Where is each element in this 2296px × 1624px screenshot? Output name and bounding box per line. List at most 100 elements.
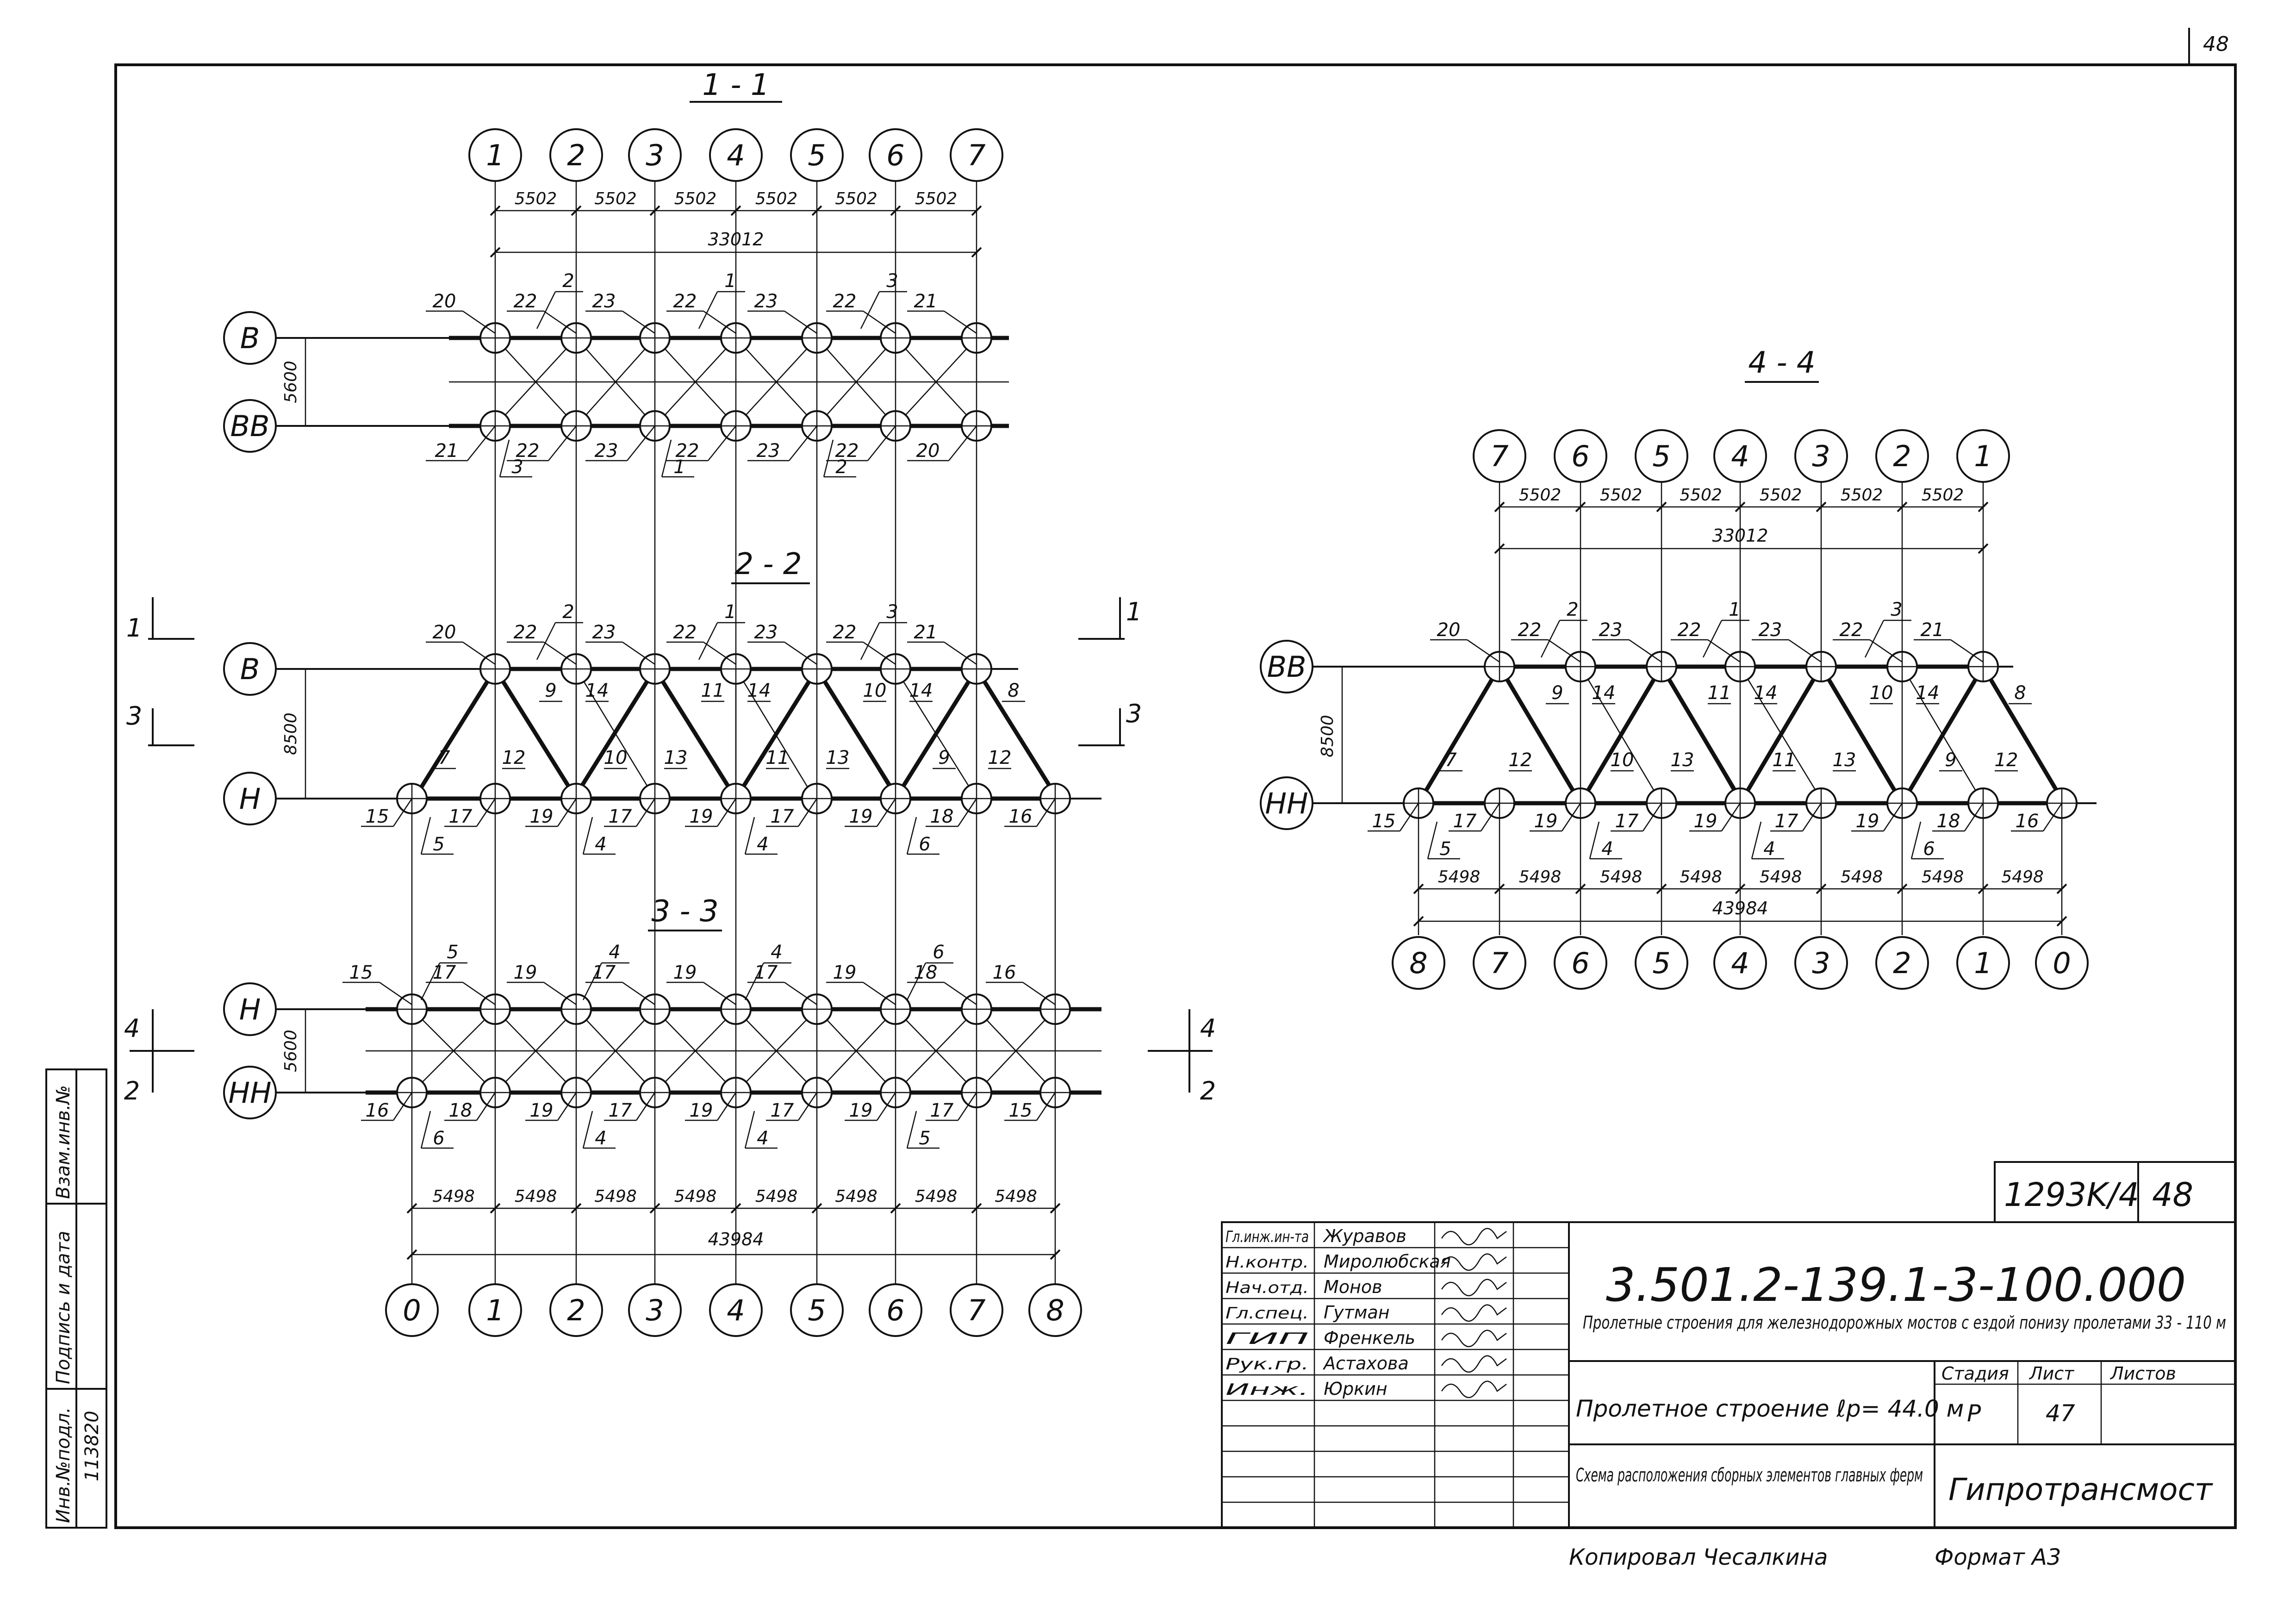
truss-diagonal [572, 668, 657, 800]
section-4-4-axis-label: 2 [1893, 439, 1911, 473]
bracing-diag [816, 1009, 896, 1093]
member-label: 1 [724, 270, 736, 292]
bracing-diag [895, 1009, 977, 1093]
section-1-1-span-value: 5502 [915, 189, 958, 208]
section-3-3-span-value: 5498 [995, 1187, 1037, 1206]
section-4-4-axis-bubble [1794, 936, 1848, 990]
leader-line [543, 981, 577, 1006]
section-4-4-span-bottom-value: 5498 [1600, 868, 1643, 887]
member-leader [582, 1111, 593, 1149]
node-label: 22 [835, 440, 859, 462]
leader-line [1950, 639, 1984, 663]
staff-name: Миролюбская [1324, 1251, 1451, 1272]
section-1-1-span-value: 5502 [594, 189, 637, 208]
member-label: 3 [1891, 599, 1902, 620]
member-label: 5 [919, 1128, 930, 1149]
inv-number-value: 113820 [81, 1411, 103, 1481]
truss-hanger [1901, 666, 1984, 804]
node-label: 17 [754, 962, 778, 983]
format-label: Формат А3 [1935, 1544, 2061, 1570]
section-4-4-span-bottom-tick [2056, 883, 2067, 894]
leader-line [627, 425, 655, 461]
leader-line [1869, 639, 1903, 663]
section-3-3-axis-label: 8 [1046, 1293, 1064, 1327]
leader-line [784, 981, 817, 1006]
section-3-3-axis-bubble [869, 1283, 922, 1337]
bracing-diag [654, 1009, 736, 1093]
section-3-3-axis-bubble [709, 1283, 763, 1337]
section-4-4-span-value: 5502 [1760, 486, 1802, 505]
leader-line [1707, 639, 1741, 663]
truss-hanger [1499, 666, 1581, 804]
sheet-label: Лист [2028, 1363, 2075, 1384]
dim-tick [2056, 916, 2067, 927]
leader-line [557, 798, 577, 827]
section-3-3-span-value: 5498 [755, 1187, 798, 1206]
leader-line [703, 981, 736, 1006]
section-1-1-axis-label: 6 [886, 138, 904, 172]
leader-line [957, 1092, 977, 1121]
member-label: 4 [1601, 838, 1613, 860]
diagonal-label: 14 [1916, 682, 1940, 704]
node-label: 18 [930, 806, 954, 827]
project-title: Пролетные строения для железнодорожных м… [1583, 1312, 2226, 1333]
leader-line [1561, 803, 1581, 831]
diagonal-label: 13 [664, 747, 688, 768]
diagonal-label: 9 [545, 680, 556, 701]
document-number: 3.501.2-139.1-3-100.000 [1606, 1258, 2186, 1312]
leader-line [784, 310, 817, 334]
node-label: 21 [914, 291, 938, 312]
node-label: 22 [516, 440, 540, 462]
section-3-3-axis-label: 5 [808, 1293, 826, 1327]
diagonal-label: 14 [1754, 682, 1778, 704]
section-1-1-axis-label: 4 [727, 138, 745, 172]
section-4-4-axis-bubble [1554, 936, 1607, 990]
node-label: 22 [676, 440, 699, 462]
leader-line [1399, 803, 1419, 831]
leader-line [467, 425, 496, 461]
section-4-4-axis-bubble [1875, 936, 1929, 990]
node-label: 20 [433, 622, 456, 643]
section-4-4-title: 4 - 4 [1748, 346, 1815, 380]
section-4-4-span-bottom-tick [1897, 883, 1908, 894]
section-1-1-axis-bubble [549, 128, 603, 182]
side-stamp: Взам.инв.№ Подпись и дата Инв.№подл. 113… [45, 1068, 107, 1529]
node-label: 19 [530, 1100, 554, 1121]
bracing-diag [654, 337, 736, 426]
cut-mark-number: 3 [1126, 699, 1142, 728]
node-label: 23 [592, 291, 616, 312]
section-4-4-span-tick [1816, 501, 1827, 512]
member-label: 2 [562, 270, 574, 292]
section-1-1-axis-bubble [950, 128, 1003, 182]
node-label: 21 [1921, 619, 1944, 641]
copied-by: Копировал Чесалкина [1569, 1544, 1828, 1570]
dim-tick [406, 1249, 417, 1260]
section-3-3-span-value: 5498 [594, 1187, 637, 1206]
staff-name: Журавов [1323, 1226, 1406, 1246]
section-4-4-span-bottom-tick [1735, 883, 1746, 894]
section-4-4-axis-label: 4 [1731, 439, 1749, 473]
truss-diagonal [1738, 665, 1823, 805]
node-label: 17 [609, 806, 632, 827]
dim-tick [1978, 543, 1989, 554]
node-label: 17 [609, 1100, 632, 1121]
sheet-frame [114, 63, 2237, 1529]
section-4-4-axis-bubble [1473, 936, 1526, 990]
section-1-1-span-tick [649, 205, 660, 216]
section-1-1-span-value: 5502 [755, 189, 798, 208]
section-2-2-height: 8500 [281, 712, 300, 755]
node-label: 23 [595, 440, 618, 462]
leader-line [2042, 803, 2063, 831]
section-4-4-axis-bubble [1713, 936, 1767, 990]
section-4-4-span-bottom-tick [1575, 883, 1586, 894]
diagonal-label: 9 [938, 747, 950, 768]
node-label: 19 [833, 962, 857, 983]
staff-signature [1441, 1304, 1507, 1322]
section-4-4-span-tick [1494, 501, 1505, 512]
section-3-3-axis-bubble [549, 1283, 603, 1337]
section-3-3-span-tick [971, 1203, 982, 1214]
section-3-3-span-tick [571, 1203, 582, 1214]
